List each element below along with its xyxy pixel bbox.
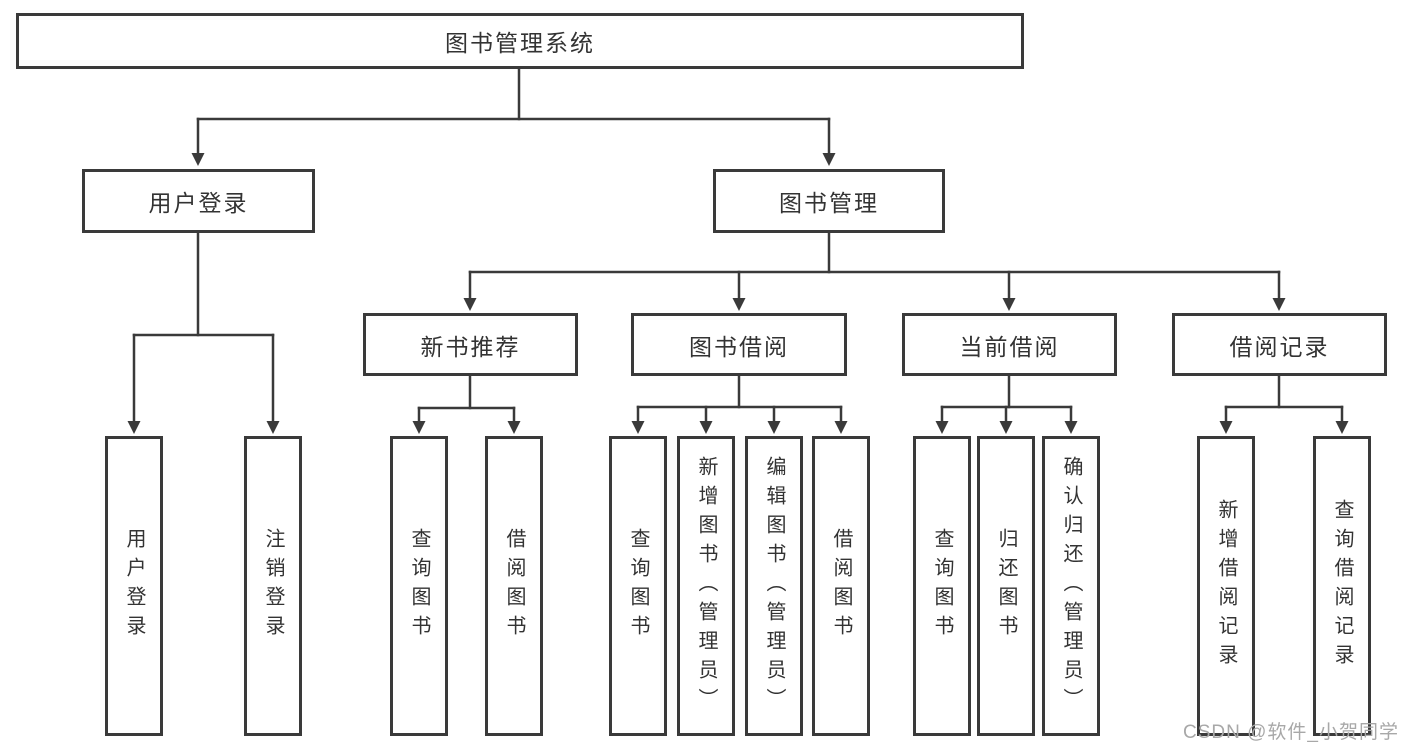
leaf-user-login-label: 用户登录 <box>123 528 145 644</box>
node-root-label: 图书管理系统 <box>445 30 595 56</box>
leaf-edit-book-admin-label: 编辑图书（管理员） <box>763 455 785 717</box>
connector-user-login-children <box>127 231 280 434</box>
connector-borrow-record-children <box>1219 374 1349 434</box>
leaf-query-borrow-record-label: 查询借阅记录 <box>1331 499 1353 673</box>
leaf-add-borrow-record-label: 新增借阅记录 <box>1215 499 1237 673</box>
leaf-logout-login-label: 注销登录 <box>262 528 284 644</box>
leaf-query-book-recommend: 查询图书 <box>390 436 448 736</box>
leaf-query-book-borrow-label: 查询图书 <box>627 528 649 644</box>
node-book-management: 图书管理 <box>713 169 945 233</box>
connector-root-to-level2 <box>191 67 836 166</box>
leaf-query-book-borrow: 查询图书 <box>609 436 667 736</box>
node-new-book-recommend-label: 新书推荐 <box>420 333 521 360</box>
node-book-management-label: 图书管理 <box>779 190 879 216</box>
leaf-query-book-current-label: 查询图书 <box>931 528 953 644</box>
leaf-query-borrow-record: 查询借阅记录 <box>1313 436 1371 736</box>
node-borrow-record: 借阅记录 <box>1172 313 1387 376</box>
connector-new-book-recommend-children <box>412 374 521 434</box>
leaf-confirm-return-admin: 确认归还（管理员） <box>1042 436 1100 736</box>
node-new-book-recommend: 新书推荐 <box>363 313 578 376</box>
leaf-borrow-book-label: 借阅图书 <box>830 528 852 644</box>
leaf-borrow-book-recommend: 借阅图书 <box>485 436 543 736</box>
leaf-logout-login: 注销登录 <box>244 436 302 736</box>
leaf-borrow-book: 借阅图书 <box>812 436 870 736</box>
leaf-user-login: 用户登录 <box>105 436 163 736</box>
leaf-edit-book-admin: 编辑图书（管理员） <box>745 436 803 736</box>
node-book-borrow-label: 图书借阅 <box>689 333 789 360</box>
node-user-login: 用户登录 <box>82 169 315 233</box>
leaf-query-book-recommend-label: 查询图书 <box>408 528 430 644</box>
node-current-borrow-label: 当前借阅 <box>959 333 1060 360</box>
node-book-borrow: 图书借阅 <box>631 313 847 376</box>
csdn-watermark: CSDN @软件_小贺同学 <box>1183 722 1399 743</box>
connector-book-borrow-children <box>631 374 848 434</box>
leaf-borrow-book-recommend-label: 借阅图书 <box>503 528 525 644</box>
connector-book-management-children <box>463 231 1286 311</box>
leaf-query-book-current: 查询图书 <box>913 436 971 736</box>
leaf-add-book-admin-label: 新增图书（管理员） <box>695 455 717 717</box>
leaf-return-book-label: 归还图书 <box>995 528 1017 644</box>
node-user-login-label: 用户登录 <box>148 190 249 216</box>
leaf-return-book: 归还图书 <box>977 436 1035 736</box>
node-current-borrow: 当前借阅 <box>902 313 1117 376</box>
node-borrow-record-label: 借阅记录 <box>1229 333 1330 360</box>
node-root: 图书管理系统 <box>16 13 1024 69</box>
connector-current-borrow-children <box>935 374 1078 434</box>
leaf-confirm-return-admin-label: 确认归还（管理员） <box>1060 455 1082 717</box>
leaf-add-borrow-record: 新增借阅记录 <box>1197 436 1255 736</box>
leaf-add-book-admin: 新增图书（管理员） <box>677 436 735 736</box>
